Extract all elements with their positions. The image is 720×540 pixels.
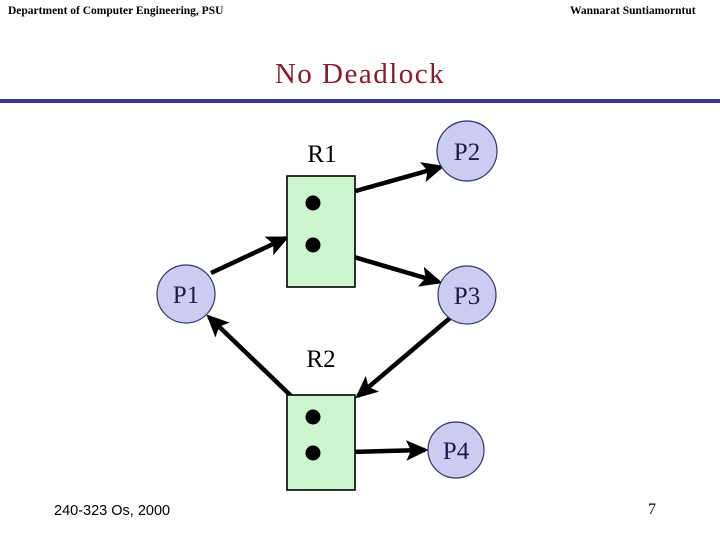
process-label-p2: P2 — [454, 139, 480, 166]
resource-box-r2[interactable] — [286, 394, 356, 491]
title-divider — [0, 99, 720, 103]
process-label-p4: P4 — [443, 438, 470, 465]
process-circle-p1[interactable] — [156, 264, 216, 324]
process-circle-p2[interactable] — [436, 120, 498, 182]
resource-node-r2[interactable] — [286, 394, 356, 491]
process-node-p1[interactable]: P1 — [156, 264, 216, 324]
process-label-p3: P3 — [454, 283, 480, 310]
header-department: Department of Computer Engineering, PSU — [8, 5, 224, 17]
header-author: Wannarat Suntiamorntut — [570, 5, 696, 17]
footer-page-number: 7 — [648, 501, 656, 518]
process-circle-p3[interactable] — [437, 265, 497, 325]
resource-instance-dot — [305, 409, 321, 425]
footer-course-code: 240-323 Os, 2000 — [54, 503, 171, 519]
resource-instance-dot — [305, 237, 321, 253]
process-node-p2[interactable]: P2 — [436, 120, 498, 182]
process-circle-p4[interactable] — [427, 421, 485, 479]
process-label-p1: P1 — [173, 282, 199, 309]
process-node-p3[interactable]: P3 — [437, 265, 497, 325]
resource-instance-dot — [305, 445, 321, 461]
resource-node-r1[interactable] — [286, 175, 356, 288]
edge-p3-to-r2 — [355, 316, 452, 399]
resource-box-r1[interactable] — [286, 175, 356, 288]
process-node-p4[interactable]: P4 — [427, 421, 485, 479]
resource-label-r1: R1 — [307, 141, 336, 168]
resource-label-r2: R2 — [306, 346, 335, 373]
page-title: No Deadlock — [274, 58, 446, 90]
resource-instance-dot — [305, 195, 321, 211]
edge-p1-to-r1 — [210, 235, 290, 276]
